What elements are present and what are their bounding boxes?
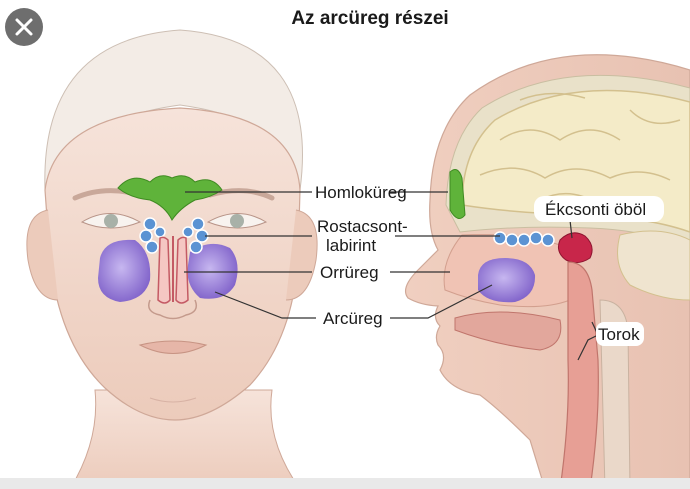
label-arcureg: Arcüreg <box>323 309 383 328</box>
label-rostacsont-line1: Rostacsont- <box>317 217 408 236</box>
label-ekcsonti: Ékcsonti öböl <box>545 200 646 219</box>
profile-throat <box>559 261 599 489</box>
profile-sphenoid-sinus <box>558 232 593 264</box>
front-ethmoid-cells <box>139 217 209 254</box>
front-neck <box>69 389 301 489</box>
close-button[interactable] <box>5 8 43 46</box>
left-ear <box>26 209 59 301</box>
front-nose <box>148 299 198 320</box>
label-torok-box <box>596 322 644 346</box>
profile-cerebellum <box>617 230 690 301</box>
front-chin <box>149 397 197 403</box>
profile-ethmoid-cells <box>493 231 555 247</box>
profile-tongue <box>454 311 562 351</box>
label-torok: Torok <box>598 325 640 344</box>
profile-frontal-sinus <box>449 169 466 220</box>
left-iris <box>104 214 118 228</box>
leader-lines <box>184 191 599 361</box>
front-frontal-sinus <box>117 175 223 221</box>
profile-spine <box>599 299 631 489</box>
profile-maxillary-sinus <box>478 258 536 303</box>
label-homlokureg: Homloküreg <box>315 183 407 202</box>
front-mouth <box>138 340 208 354</box>
right-iris <box>230 214 244 228</box>
front-nasal-cavity <box>157 236 189 304</box>
label-rostacsont-line2: labirint <box>326 236 376 255</box>
left-maxillary-sinus <box>98 239 151 302</box>
diagram-title: Az arcüreg részei <box>291 8 448 29</box>
label-ekcsonti-box <box>534 196 664 222</box>
right-maxillary-sinus <box>187 243 238 299</box>
front-face <box>26 29 318 489</box>
bottom-strip <box>0 478 690 489</box>
right-ear <box>285 209 318 301</box>
close-icon <box>15 18 33 36</box>
label-orrureg: Orrüreg <box>320 263 379 282</box>
